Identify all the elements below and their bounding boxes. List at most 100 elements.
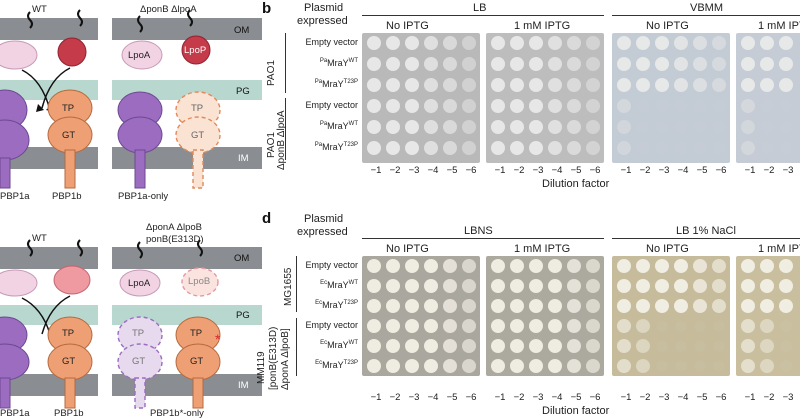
row-label-species: Pa	[319, 58, 328, 64]
gt-label-c-faded: GT	[132, 356, 146, 367]
row-label: EcMraYT23P	[266, 360, 358, 370]
colony-spot	[548, 319, 562, 333]
colony-spot	[462, 279, 476, 293]
colony-spot	[386, 359, 400, 373]
cond-b-3: No IPTG	[646, 20, 689, 32]
colony-spot	[424, 120, 438, 134]
tp-label-c-right: TP	[190, 328, 203, 339]
colony-spot	[386, 120, 400, 134]
colony-spot	[424, 259, 438, 273]
colony-spot	[636, 78, 650, 92]
colony-spot	[637, 121, 649, 133]
colony-spot	[462, 99, 476, 113]
colony-spot	[712, 57, 726, 71]
dilution-tick: −6	[715, 165, 727, 176]
colony-spot	[567, 78, 581, 92]
colony-spot	[529, 78, 543, 92]
colony-spot	[636, 36, 650, 50]
colony-spot	[694, 340, 706, 352]
colony-spot	[675, 360, 687, 372]
colony-spot	[636, 319, 650, 333]
colony-spot	[617, 57, 631, 71]
colony-spot	[386, 339, 400, 353]
colony-spot	[655, 78, 669, 92]
colony-spot	[617, 36, 631, 50]
strain-mm119-3: ΔponA ΔlpoB]	[280, 328, 291, 390]
colony-spot	[529, 319, 543, 333]
lb-bracket	[362, 15, 604, 16]
dilution-tick: −5	[570, 165, 582, 176]
colony-spot	[675, 320, 687, 332]
colony-spot	[491, 359, 505, 373]
dilution-tick: −2	[763, 392, 775, 403]
colony-spot	[548, 141, 562, 155]
colony-spot	[760, 57, 774, 71]
colony-spot	[443, 339, 457, 353]
dilution-tick: −4	[551, 392, 563, 403]
colony-spot	[586, 359, 600, 373]
dilution-tick: −3	[782, 392, 794, 403]
plate-nacl-iptg	[736, 256, 800, 376]
lpob-label-c: LpoB	[188, 276, 211, 287]
colony-spot	[405, 299, 419, 313]
dilution-tick: −1	[620, 165, 632, 176]
colony-spot	[443, 299, 457, 313]
colony-spot	[405, 99, 419, 113]
colony-spot	[674, 57, 688, 71]
membrane-pg-label: PG	[236, 86, 250, 97]
schematic-a-title-wt: WT	[32, 4, 47, 15]
colony-spot	[491, 78, 505, 92]
colony-spot	[548, 279, 562, 293]
colony-spot	[741, 339, 755, 353]
colony-spot	[712, 279, 726, 293]
dilution-tick: −6	[589, 165, 601, 176]
colony-spot	[586, 319, 600, 333]
colony-spot	[741, 99, 755, 113]
colony-spot	[424, 141, 438, 155]
strain-bracket-d-1	[296, 256, 297, 312]
row-label-species: Ec	[320, 280, 328, 286]
row-label: EcMraYWT	[266, 280, 358, 290]
row-label-species: Pa	[319, 121, 328, 127]
colony-spot	[462, 120, 476, 134]
dilution-tick: −1	[370, 165, 382, 176]
colony-spot	[405, 120, 419, 134]
colony-spot	[760, 36, 774, 50]
colony-spot	[405, 359, 419, 373]
colony-spot	[617, 339, 631, 353]
plate-lb-iptg	[486, 33, 604, 163]
plasmid-header-b-2: expressed	[297, 15, 348, 27]
schematic-c-title-allele: ponB(E313D)	[146, 234, 204, 245]
colony-spot	[367, 99, 381, 113]
colony-spot	[510, 259, 524, 273]
pbp1b-label-c: PBP1b	[54, 408, 84, 419]
colony-spot	[567, 359, 581, 373]
colony-spot	[761, 100, 773, 112]
colony-spot	[529, 141, 543, 155]
colony-spot	[693, 57, 707, 71]
colony-spot	[586, 299, 600, 313]
colony-spot	[656, 340, 668, 352]
colony-spot	[712, 78, 726, 92]
colony-spot	[529, 36, 543, 50]
colony-spot	[780, 340, 792, 352]
colony-spot	[386, 57, 400, 71]
colony-spot	[386, 78, 400, 92]
colony-spot	[548, 299, 562, 313]
pbp1b-label: PBP1b	[52, 191, 82, 202]
plasmid-header-d-2: expressed	[297, 226, 348, 238]
colony-spot	[760, 339, 774, 353]
colony-spot	[693, 36, 707, 50]
colony-spot	[586, 279, 600, 293]
colony-spot	[462, 141, 476, 155]
strain-mm119-2: [ponB(E313D)	[268, 326, 279, 390]
colony-spot	[617, 299, 631, 313]
colony-spot	[443, 99, 457, 113]
colony-spot	[674, 78, 688, 92]
colony-spot	[510, 319, 524, 333]
dilution-tick: −1	[744, 165, 756, 176]
colony-spot	[760, 279, 774, 293]
row-label-species: Pa	[314, 79, 323, 85]
dilution-tick: −3	[408, 165, 420, 176]
colony-spot	[674, 259, 688, 273]
